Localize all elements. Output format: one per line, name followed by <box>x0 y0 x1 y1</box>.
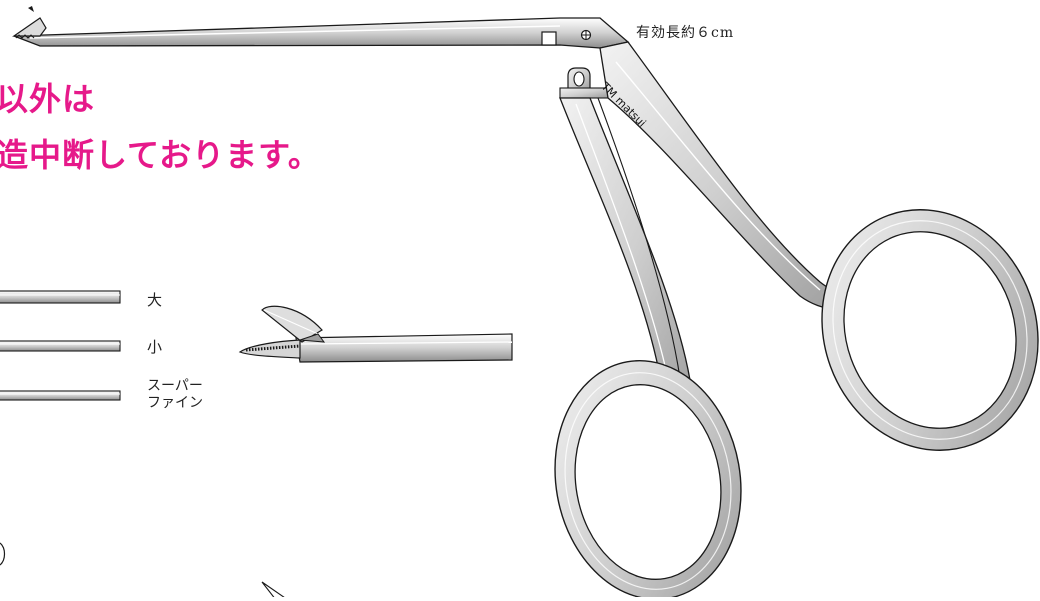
serrated-tip <box>12 6 47 39</box>
tip-size-large-label: 大 <box>147 291 163 309</box>
screw <box>580 29 592 41</box>
tip-size-superfine-label: スーパー ファイン <box>147 378 203 412</box>
tip-size-small-label: 小 <box>147 338 163 356</box>
tip-sample-large <box>0 290 121 304</box>
jaw-detail <box>238 305 513 363</box>
tip-sample-superfine <box>0 390 121 401</box>
finger-ring-right <box>821 209 1039 451</box>
tip-size-superfine-line2: ファイン <box>147 395 203 411</box>
finger-ring-left <box>554 360 742 600</box>
forceps-shaft <box>13 17 630 49</box>
hinge <box>559 67 609 99</box>
notice-line-1: 以外は <box>0 80 96 118</box>
tip-size-superfine-line1: スーパー <box>147 378 203 394</box>
partial-shape-bottom <box>0 542 290 601</box>
effective-length-label: 有効長約６cm <box>636 25 735 41</box>
notice-line-2: 造中断しております。 <box>0 136 321 174</box>
tip-sample-small <box>0 340 121 352</box>
